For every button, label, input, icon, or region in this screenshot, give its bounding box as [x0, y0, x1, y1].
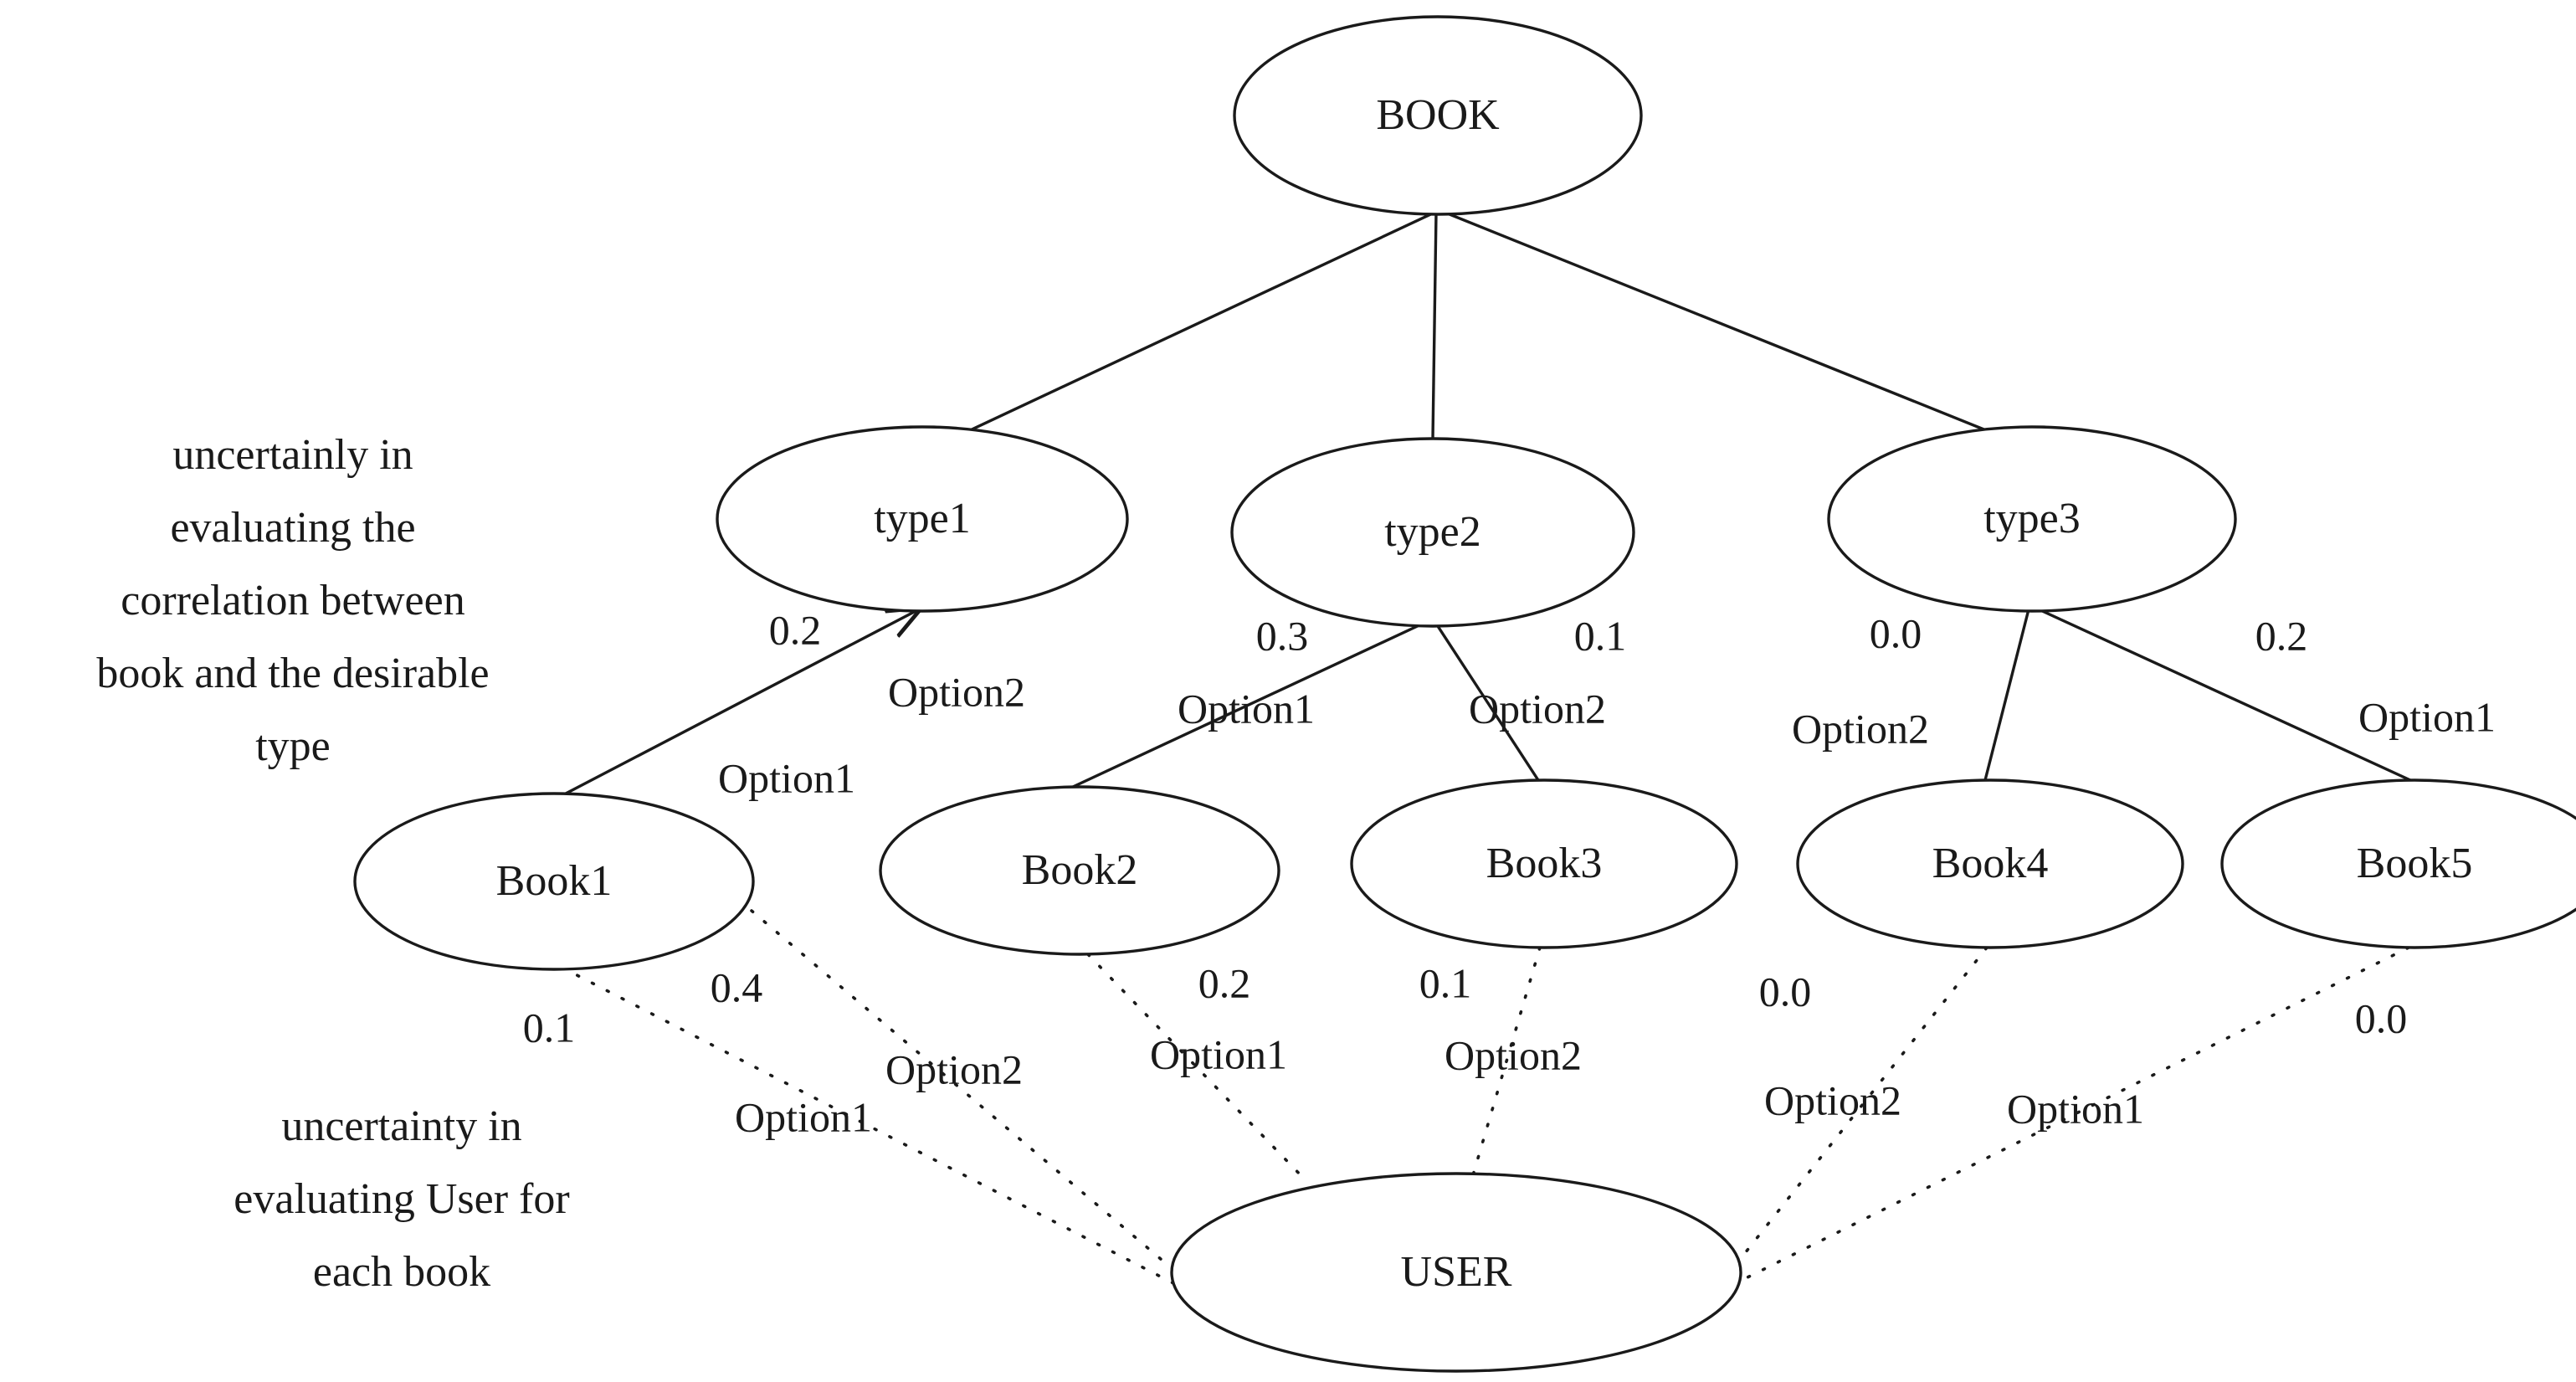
edge-book1-to-type1 — [565, 609, 919, 795]
label-book2-type2-option1: Option1 — [1178, 685, 1315, 732]
node-type2[interactable]: type2 — [1230, 437, 1635, 628]
node-type3[interactable]: type3 — [1827, 425, 2237, 613]
edge-book-to-type3 — [1440, 209, 1991, 434]
annotation-correlation-line-4: type — [255, 722, 331, 770]
edge-labels-group: 0.2Option2Option10.3Option10.1Option20.0… — [523, 606, 2496, 1140]
label-book1-type1-weight: 0.2 — [769, 606, 822, 653]
node-shape-book5 — [2220, 778, 2576, 949]
annotation-correlation-line-3: book and the desirable — [96, 650, 489, 697]
label-book1-user-option1-a: Option1 — [735, 1093, 872, 1140]
annotation-correlation: uncertainly in evaluating the correlation … — [96, 431, 489, 770]
label-book4-user-weight: 0.0 — [1759, 968, 1812, 1015]
label-book1-type1-option2: Option2 — [888, 668, 1025, 715]
label-book1-user-weight-a: 0.1 — [523, 1004, 576, 1051]
node-shape-type3 — [1827, 425, 2237, 613]
annotation-user-line-0: uncertainty in — [281, 1102, 521, 1150]
node-book2[interactable]: Book2 — [879, 785, 1280, 956]
label-book3-type2-weight: 0.1 — [1574, 612, 1627, 659]
label-book5-type3-option1: Option1 — [2358, 693, 2496, 740]
label-book5-user-option1: Option1 — [2007, 1085, 2144, 1132]
edge-book4-to-type3 — [1983, 609, 2030, 781]
node-shape-book1 — [353, 792, 755, 971]
label-book1-user-weight-b: 0.4 — [711, 963, 763, 1010]
edge-book3-to-user — [1471, 946, 1542, 1177]
label-book2-user-weight: 0.2 — [1198, 959, 1251, 1006]
annotations-group: uncertainly in evaluating the correlation … — [96, 431, 569, 1296]
annotation-correlation-line-0: uncertainly in — [172, 431, 413, 479]
node-shape-book3 — [1350, 778, 1738, 949]
label-book4-type3-option2: Option2 — [1792, 705, 1929, 752]
node-label-type3: type3 — [1983, 495, 2081, 542]
label-book1-user-option2-b: Option2 — [885, 1045, 1023, 1092]
node-user[interactable]: USER — [1170, 1172, 1742, 1373]
annotation-user-line-2: each book — [313, 1248, 490, 1296]
label-book1-type1-option1: Option1 — [718, 754, 855, 801]
edge-book-to-type2 — [1431, 212, 1438, 439]
edge-book-to-type1 — [967, 209, 1439, 433]
node-label-book4: Book4 — [1932, 840, 2049, 887]
node-label-book-root: BOOK — [1376, 91, 1500, 139]
node-book3[interactable]: Book3 — [1350, 778, 1738, 949]
node-book5[interactable]: Book5 — [2220, 778, 2576, 949]
annotation-correlation-line-1: evaluating the — [170, 504, 415, 552]
node-label-book3: Book3 — [1486, 840, 1603, 887]
edge-book2-to-user — [1086, 953, 1307, 1182]
dotted-edges-group — [561, 909, 2410, 1286]
node-shape-user — [1170, 1172, 1742, 1373]
label-book4-type3-weight: 0.0 — [1870, 609, 1922, 656]
node-label-book1: Book1 — [496, 857, 613, 905]
label-book4-user-option2: Option2 — [1764, 1076, 1901, 1123]
label-book5-user-weight: 0.0 — [2355, 994, 2408, 1041]
node-label-book2: Book2 — [1022, 846, 1138, 894]
node-label-type2: type2 — [1384, 508, 1481, 556]
solid-edges-group — [565, 209, 2411, 795]
node-shape-book2 — [879, 785, 1280, 956]
node-book-root[interactable]: BOOK — [1233, 15, 1643, 216]
edge-book5-to-type3 — [2038, 608, 2411, 782]
node-label-type1: type1 — [874, 495, 971, 542]
node-shape-book-root — [1233, 15, 1643, 216]
annotation-correlation-line-2: correlation between — [121, 577, 464, 624]
annotation-user: uncertainty in evaluating User for each bo… — [233, 1102, 569, 1296]
edge-book5-to-user — [1739, 946, 2410, 1282]
node-book4[interactable]: Book4 — [1796, 778, 2184, 949]
node-label-book5: Book5 — [2357, 840, 2473, 887]
node-type1[interactable]: type1 — [716, 425, 1129, 613]
label-book2-user-option1: Option1 — [1150, 1030, 1287, 1077]
label-book3-user-option2: Option2 — [1445, 1031, 1582, 1078]
edge-book3-to-type2 — [1434, 623, 1540, 781]
node-shape-type2 — [1230, 437, 1635, 628]
node-shape-book4 — [1796, 778, 2184, 949]
label-book5-type3-weight: 0.2 — [2255, 612, 2308, 659]
node-shape-type1 — [716, 425, 1129, 613]
label-book3-user-weight: 0.1 — [1419, 959, 1472, 1006]
node-book1[interactable]: Book1 — [353, 792, 755, 971]
label-book2-type2-weight: 0.3 — [1256, 612, 1309, 659]
annotation-user-line-1: evaluating User for — [233, 1175, 569, 1223]
edge-book2-to-type2 — [1072, 622, 1424, 789]
label-book3-type2-option2: Option2 — [1469, 685, 1606, 732]
node-label-user: USER — [1401, 1248, 1512, 1296]
edge-book4-to-user — [1731, 946, 1988, 1271]
